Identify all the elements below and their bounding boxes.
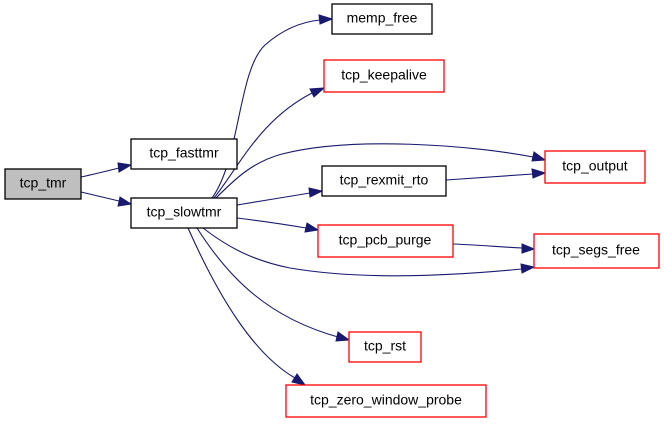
node-memp_free[interactable]: memp_free [331,3,433,35]
edge-tcp_rexmit_rto-to-tcp_output [445,168,547,181]
edge-tcp_slowtmr-to-tcp_pcb_purge [236,217,320,233]
edge-tcp_pcb_purge-to-tcp_segs_free [452,243,536,254]
node-box [317,224,454,258]
edge-tcp_slowtmr-to-tcp_output [215,143,547,199]
edge-tcp_slowtmr-to-memp_free [211,14,334,199]
node-tcp_output[interactable]: tcp_output [544,150,646,184]
edge-tcp_slowtmr-to-tcp_rexmit_rto [236,187,324,206]
node-tcp_slowtmr[interactable]: tcp_slowtmr [130,197,238,229]
node-box [285,384,487,418]
node-label: tcp_slowtmr [147,204,222,220]
node-box [544,150,646,184]
edge-tcp_slowtmr-to-tcp_rst [196,227,351,342]
node-label: memp_free [347,10,418,26]
node-tcp_fasttmr[interactable]: tcp_fasttmr [130,138,238,170]
node-tcp_pcb_purge[interactable]: tcp_pcb_purge [317,224,454,258]
node-tcp_segs_free[interactable]: tcp_segs_free [533,233,660,269]
node-label: tcp_tmr [20,175,67,191]
node-label: tcp_zero_window_probe [310,392,462,408]
edge-tcp_slowtmr-to-tcp_zero_window_probe [187,227,307,386]
node-tcp_rst[interactable]: tcp_rst [348,331,422,363]
node-box [4,168,82,200]
nodes: tcp_tmr tcp_fasttmr tcp_slowtmr memp_fre… [4,3,660,418]
node-label: tcp_fasttmr [149,145,219,161]
node-label: tcp_keepalive [341,67,427,83]
edge-tcp_slowtmr-to-tcp_segs_free [202,227,536,277]
edge-tcp_tmr-to-tcp_fasttmr [80,162,133,178]
node-box [130,138,238,170]
edge-tcp_slowtmr-to-tcp_keepalive [213,87,326,199]
node-tcp_tmr[interactable]: tcp_tmr [4,168,82,200]
node-tcp_keepalive[interactable]: tcp_keepalive [323,59,445,93]
node-label: tcp_pcb_purge [339,232,432,248]
node-tcp_zero_window_probe[interactable]: tcp_zero_window_probe [285,384,487,418]
node-label: tcp_segs_free [552,242,640,258]
node-label: tcp_output [562,158,627,174]
node-box [533,233,660,269]
node-box [130,197,238,229]
node-box [323,59,445,93]
node-box [321,165,447,197]
node-label: tcp_rexmit_rto [340,172,429,188]
node-box [348,331,422,363]
node-tcp_rexmit_rto[interactable]: tcp_rexmit_rto [321,165,447,197]
node-label: tcp_rst [364,338,406,354]
edge-tcp_tmr-to-tcp_slowtmr [80,191,133,207]
node-box [331,3,433,35]
edges [80,14,547,386]
